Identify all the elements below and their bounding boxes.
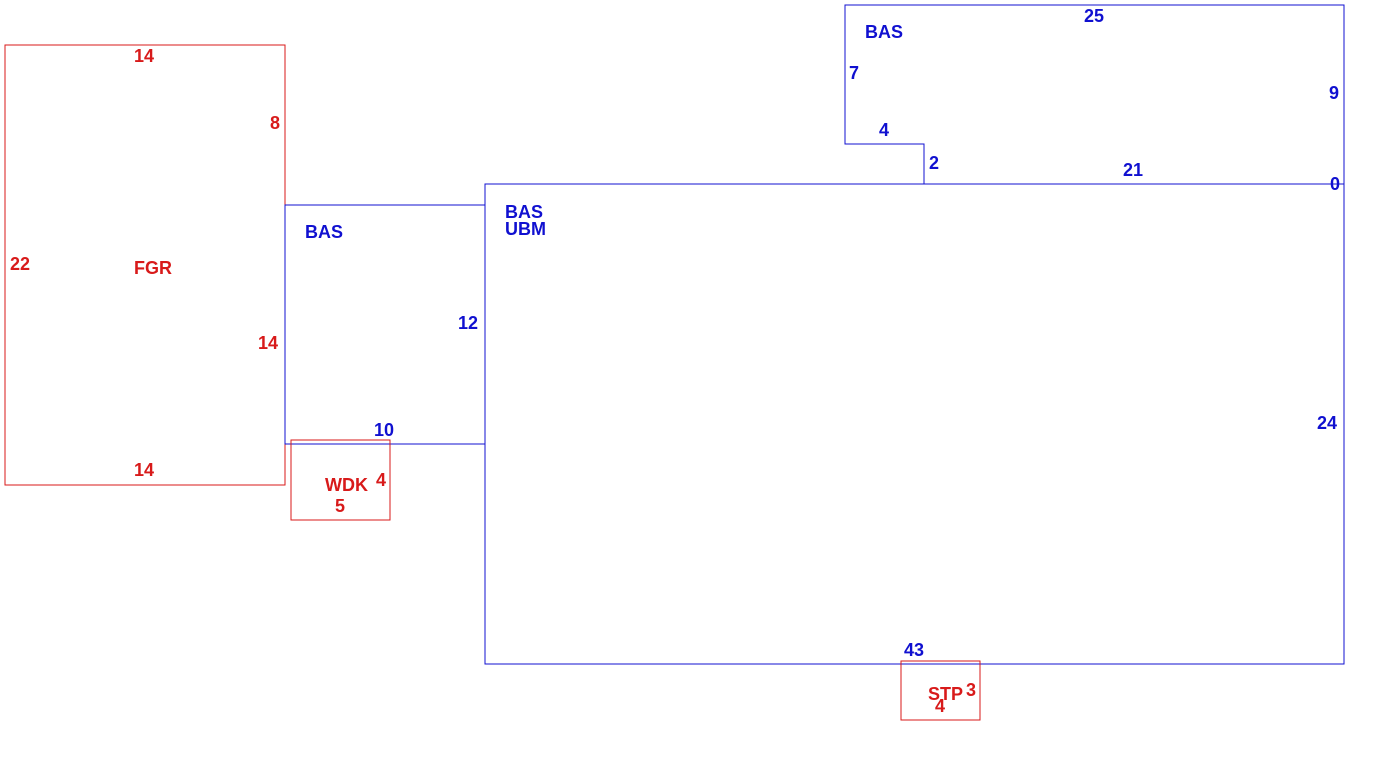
bas-upper-dim-bottom: 21	[1123, 160, 1143, 180]
bas-main-dim-bottom: 43	[904, 640, 924, 660]
stp-label: STP	[928, 684, 963, 704]
bas-main-outline	[484, 183, 1345, 665]
wdk-label: WDK	[325, 475, 368, 495]
bas-upper-area: 25 BAS 7 9 4 2 21 0	[844, 4, 1345, 194]
fgr-dim-top: 14	[134, 46, 154, 66]
bas-upper-dim-right: 9	[1329, 83, 1339, 103]
wdk-dim-side: 4	[376, 470, 386, 490]
fgr-dim-bottom: 14	[134, 460, 154, 480]
bas-upper-dim-notch-height: 2	[929, 153, 939, 173]
bas-left-area: BAS 12 10	[284, 204, 486, 445]
stp-outline	[900, 660, 981, 721]
fgr-label: FGR	[134, 258, 172, 278]
bas-main-dim-right: 24	[1317, 413, 1337, 433]
wdk-outline	[290, 439, 391, 521]
bas-left-dim-bottom: 10	[374, 420, 394, 440]
bas-main-area: BAS UBM 24 43	[484, 183, 1345, 665]
stp-dim-side: 3	[966, 680, 976, 700]
bas-upper-label: BAS	[865, 22, 903, 42]
fgr-area: 14 8 22 FGR 14 14	[4, 44, 286, 486]
bas-left-dim-right: 12	[458, 313, 478, 333]
bas-main-label: BAS	[505, 202, 543, 222]
stp-area: STP 3 4	[900, 660, 981, 721]
bas-upper-dim-top: 25	[1084, 6, 1104, 26]
fgr-dim-right-lower: 14	[258, 333, 278, 353]
fgr-dim-left: 22	[10, 254, 30, 274]
stp-dim-bottom: 4	[935, 696, 945, 716]
bas-main-sublabel: UBM	[505, 219, 546, 239]
bas-upper-dim-notch-width: 4	[879, 120, 889, 140]
wdk-area: WDK 4 5	[290, 439, 391, 521]
bas-left-label: BAS	[305, 222, 343, 242]
bas-upper-dim-left: 7	[849, 63, 859, 83]
fgr-dim-right-upper: 8	[270, 113, 280, 133]
bas-upper-outline	[844, 4, 1345, 184]
wdk-dim-bottom: 5	[335, 496, 345, 516]
